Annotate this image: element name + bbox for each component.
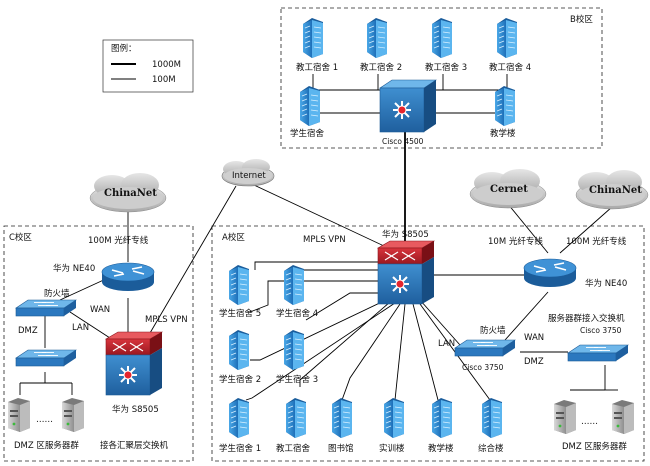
campus-c-lan-label: LAN [72, 323, 89, 333]
campus-b-building-1-label: 教工宿舍 1 [296, 62, 338, 73]
campus-c-dmz-dots: …… [36, 415, 53, 425]
campus-a-building-library: 图书馆 [328, 397, 354, 454]
campus-b-student-dorm-label: 学生宿舍 [290, 128, 325, 139]
campus-a-building-teaching: 教学楼 [428, 397, 454, 454]
campus-a-dmz-dots: …… [581, 417, 598, 427]
campus-a-core-switch-label: 华为 S8505 [382, 229, 429, 240]
chinanet-c-cloud: ChinaNet [89, 173, 167, 213]
server-access-switch-model: Cisco 3750 [580, 326, 622, 335]
campus-a-building-training: 实训楼 [379, 397, 405, 454]
campus-b-building-3-label: 教工宿舍 3 [425, 62, 467, 73]
mpls-vpn-a-label: MPLS VPN [303, 235, 346, 245]
chinanet-c-link-label: 100M 光纤专线 [88, 235, 149, 246]
campus-a-server-access-switch: 服务器群接入交换机 Cisco 3750 [548, 313, 629, 362]
campus-c-dmz-servers: …… DMZ 区服务器群 [8, 398, 84, 451]
campus-a-links [245, 203, 618, 401]
legend-100m-label: 100M [152, 75, 176, 85]
campus-c-wan-label: WAN [90, 305, 110, 315]
campus-c-core-switch: 华为 S8505 接各汇聚层交换机 [100, 331, 169, 451]
chinanet-a-link-label: 100M 光纤专线 [566, 236, 627, 247]
campus-a-router-label: 华为 NE40 [585, 278, 627, 289]
server-access-switch-label: 服务器群接入交换机 [548, 313, 625, 324]
campus-a-building-dorm-1-label: 学生宿舍 1 [219, 443, 261, 454]
campus-a-core-switch: 华为 S8505 [376, 229, 436, 305]
campus-a-label: A校区 [222, 232, 245, 243]
campus-c-core-caption: 接各汇聚层交换机 [100, 440, 169, 451]
chinanet-a-cloud: ChinaNet [575, 170, 649, 210]
campus-b-student-dorm: 学生宿舍 [290, 85, 325, 139]
campus-a-building-complex-label: 综合楼 [478, 443, 504, 454]
campus-b-teaching-building: 教学楼 [490, 85, 516, 139]
campus-a-building-staff-dorm-label: 教工宿舍 [276, 443, 311, 454]
campus-c-dmz-switch [15, 349, 77, 367]
campus-a-building-dorm-4-label: 学生宿舍 4 [276, 308, 318, 319]
campus-c-core-switch-label: 华为 S8505 [112, 404, 159, 415]
campus-a-firewall-label: 防火墙 [480, 325, 506, 336]
campus-a-router: 华为 NE40 [523, 258, 627, 289]
legend: 图例： 1000M 100M [102, 39, 194, 93]
legend-title: 图例： [111, 43, 137, 54]
campus-a-building-training-label: 实训楼 [379, 443, 405, 454]
campus-a-building-complex: 综合楼 [478, 397, 504, 454]
campus-a-building-library-label: 图书馆 [328, 443, 354, 454]
campus-b-core-switch-label: Cisco 4500 [382, 137, 424, 146]
chinanet-c-label: ChinaNet [104, 188, 157, 199]
mpls-vpn-c-label: MPLS VPN [145, 315, 188, 325]
campus-a-wan-label: WAN [524, 333, 544, 343]
campus-b-core-switch: Cisco 4500 [379, 79, 437, 146]
campus-a-building-dorm-5-label: 学生宿舍 5 [219, 308, 261, 319]
campus-a-building-dorm-2: 学生宿舍 2 [219, 329, 261, 385]
campus-c-dmz-label: DMZ [18, 326, 38, 336]
legend-1000m-label: 1000M [152, 60, 181, 70]
internet-label: Internet [232, 171, 266, 181]
campus-c-zone [3, 225, 194, 462]
cernet-cloud: Cernet [469, 169, 547, 209]
campus-a-building-dorm-4: 学生宿舍 4 [276, 264, 318, 319]
campus-c-links [19, 210, 129, 395]
campus-b-label: B校区 [570, 14, 593, 25]
campus-c-router: 华为 NE40 [53, 262, 155, 292]
campus-a-building-dorm-5: 学生宿舍 5 [219, 264, 261, 319]
internet-links [149, 184, 385, 334]
cernet-link-label: 10M 光纤专线 [488, 236, 543, 247]
campus-a-building-dorm-1: 学生宿舍 1 [219, 397, 261, 454]
campus-c-router-label: 华为 NE40 [53, 263, 95, 274]
campus-b-building-3: 教工宿舍 3 [425, 17, 467, 73]
campus-c-dmz-servers-label: DMZ 区服务器群 [14, 440, 79, 451]
campus-b-building-2-label: 教工宿舍 2 [360, 62, 402, 73]
campus-a-building-dorm-2-label: 学生宿舍 2 [219, 374, 261, 385]
campus-b-building-4: 教工宿舍 4 [489, 17, 531, 73]
campus-a-firewall: 防火墙 Cisco 3750 [454, 325, 516, 372]
campus-a-building-teaching-label: 教学楼 [428, 443, 454, 454]
internet-cloud: Internet [221, 159, 275, 187]
campus-a-building-dorm-3: 学生宿舍 3 [276, 329, 318, 385]
campus-a-dmz-servers: …… DMZ 区服务器群 [554, 400, 634, 452]
campus-c-label: C校区 [9, 232, 32, 243]
campus-a-zone [211, 225, 645, 462]
campus-b-building-4-label: 教工宿舍 4 [489, 62, 531, 73]
campus-a-building-dorm-3-label: 学生宿舍 3 [276, 374, 318, 385]
campus-a-lan-label: LAN [438, 339, 455, 349]
campus-b-building-2: 教工宿舍 2 [360, 17, 402, 73]
campus-c-firewall: 防火墙 [15, 288, 77, 317]
campus-b-building-1: 教工宿舍 1 [296, 17, 338, 73]
campus-a-building-staff-dorm: 教工宿舍 [276, 397, 311, 454]
campus-a-dmz-servers-label: DMZ 区服务器群 [562, 441, 627, 452]
campus-b-teaching-building-label: 教学楼 [490, 128, 516, 139]
chinanet-a-label: ChinaNet [589, 185, 642, 196]
campus-a-dmz-label: DMZ [524, 357, 544, 367]
campus-c-firewall-label: 防火墙 [44, 288, 70, 299]
campus-a-firewall-model: Cisco 3750 [462, 363, 504, 372]
cernet-label: Cernet [490, 184, 528, 195]
